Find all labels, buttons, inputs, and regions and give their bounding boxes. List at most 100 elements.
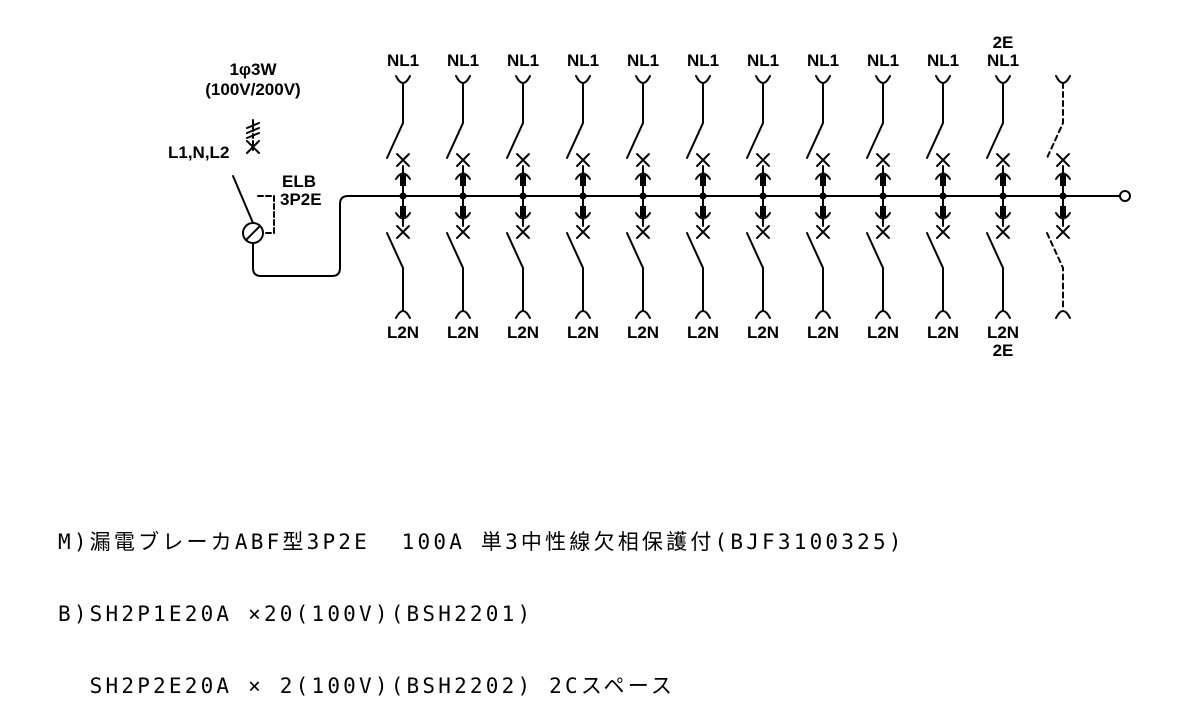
top-terminal-icon (935, 75, 951, 84)
elb-poles-label: 3P2E (280, 190, 322, 209)
branch-breaker (1046, 75, 1071, 319)
bottom-switch-blade (926, 232, 944, 311)
top-contact-block (700, 175, 706, 186)
top-switch-blade (746, 82, 764, 159)
branch-breaker (926, 75, 951, 319)
branch-breaker (506, 75, 531, 319)
branch-top-label: NL1 (987, 51, 1019, 70)
top-terminal-icon (515, 75, 531, 84)
bottom-contact-block (400, 206, 406, 217)
top-contact-block (520, 175, 526, 186)
bottom-switch-blade (806, 232, 824, 311)
branch-breaker (386, 75, 411, 319)
bottom-contact-block (520, 206, 526, 217)
branch-top-label: NL1 (747, 51, 779, 70)
branch-top-label: NL1 (627, 51, 659, 70)
bottom-terminal-icon (455, 310, 471, 319)
bottom-terminal-icon (395, 310, 411, 319)
branch-bottom-label: L2N (507, 323, 539, 342)
branch-top-label: NL1 (807, 51, 839, 70)
bottom-switch-blade (626, 232, 644, 311)
branch-top-extra-label: 2E (993, 33, 1014, 52)
branch-bottom-label: L2N (387, 323, 419, 342)
bottom-terminal-icon (1055, 310, 1071, 319)
top-switch-blade (386, 82, 404, 159)
top-terminal-icon (695, 75, 711, 84)
top-contact-block (940, 175, 946, 186)
branch-breaker (566, 75, 591, 319)
top-terminal-icon (755, 75, 771, 84)
equipment-notes: M)漏電ブレーカABF型3P2E 100A 単3中性線欠相保護付(BJF3100… (58, 482, 905, 722)
top-switch-blade (1046, 82, 1064, 159)
bottom-switch-blade (566, 232, 584, 311)
bottom-terminal-icon (935, 310, 951, 319)
top-switch-blade (866, 82, 884, 159)
top-contact-block (760, 175, 766, 186)
top-terminal-icon (995, 75, 1011, 84)
bottom-switch-blade (746, 232, 764, 311)
branch-bottom-label: L2N (927, 323, 959, 342)
bottom-terminal-icon (635, 310, 651, 319)
top-contact-block (1000, 175, 1006, 186)
branch-bottom-label: L2N (567, 323, 599, 342)
bottom-contact-block (760, 206, 766, 217)
branch-breaker (986, 75, 1011, 319)
top-switch-blade (446, 82, 464, 159)
branch-top-label: NL1 (387, 51, 419, 70)
branch-breaker (686, 75, 711, 319)
bottom-switch-blade (386, 232, 404, 311)
supply-voltage-label: (100V/200V) (205, 80, 300, 99)
branch-breaker (866, 75, 891, 319)
top-switch-blade (806, 82, 824, 159)
bottom-terminal-icon (515, 310, 531, 319)
bottom-switch-blade (446, 232, 464, 311)
top-terminal-icon (1055, 75, 1071, 84)
branch-bottom-label: L2N (627, 323, 659, 342)
branch-bottom-label: L2N (867, 323, 899, 342)
branch-top-label: NL1 (867, 51, 899, 70)
top-contact-block (400, 175, 406, 186)
top-contact-block (1060, 175, 1066, 186)
branch-breaker (746, 75, 771, 319)
bottom-contact-block (880, 206, 886, 217)
branch-top-label: NL1 (567, 51, 599, 70)
supply-feed (246, 119, 260, 154)
bottom-contact-block (1060, 206, 1066, 217)
branch-bottom-label: L2N (987, 323, 1019, 342)
top-switch-blade (506, 82, 524, 159)
elb-switch-symbol (232, 175, 349, 277)
bottom-switch-blade (686, 232, 704, 311)
bottom-terminal-icon (695, 310, 711, 319)
note-branch-breakers: B)SH2P1E20A ×20(100V)(BSH2201) (58, 602, 534, 626)
branch-breaker (806, 75, 831, 319)
top-terminal-icon (395, 75, 411, 84)
bottom-switch-blade (506, 232, 524, 311)
branch-bottom-label: L2N (687, 323, 719, 342)
supply-phases-label: L1,N,L2 (168, 143, 229, 162)
bottom-terminal-icon (815, 310, 831, 319)
branch-top-label: NL1 (447, 51, 479, 70)
note-main-breaker: M)漏電ブレーカABF型3P2E 100A 単3中性線欠相保護付(BJF3100… (58, 530, 905, 554)
top-contact-block (580, 175, 586, 186)
top-terminal-icon (815, 75, 831, 84)
bottom-contact-block (1000, 206, 1006, 217)
top-terminal-icon (875, 75, 891, 84)
bottom-contact-block (700, 206, 706, 217)
bottom-contact-block (940, 206, 946, 217)
bottom-switch-blade (1046, 232, 1064, 311)
elb-type-label: ELB (282, 172, 316, 191)
branch-top-label: NL1 (507, 51, 539, 70)
branch-top-label: NL1 (927, 51, 959, 70)
supply-system-label: 1φ3W (229, 60, 277, 79)
branch-breaker (626, 75, 651, 319)
bottom-contact-block (820, 206, 826, 217)
bottom-terminal-icon (875, 310, 891, 319)
top-terminal-icon (575, 75, 591, 84)
top-switch-blade (626, 82, 644, 159)
top-contact-block (640, 175, 646, 186)
branch-bottom-label: L2N (807, 323, 839, 342)
top-contact-block (820, 175, 826, 186)
branch-bottom-label: L2N (747, 323, 779, 342)
